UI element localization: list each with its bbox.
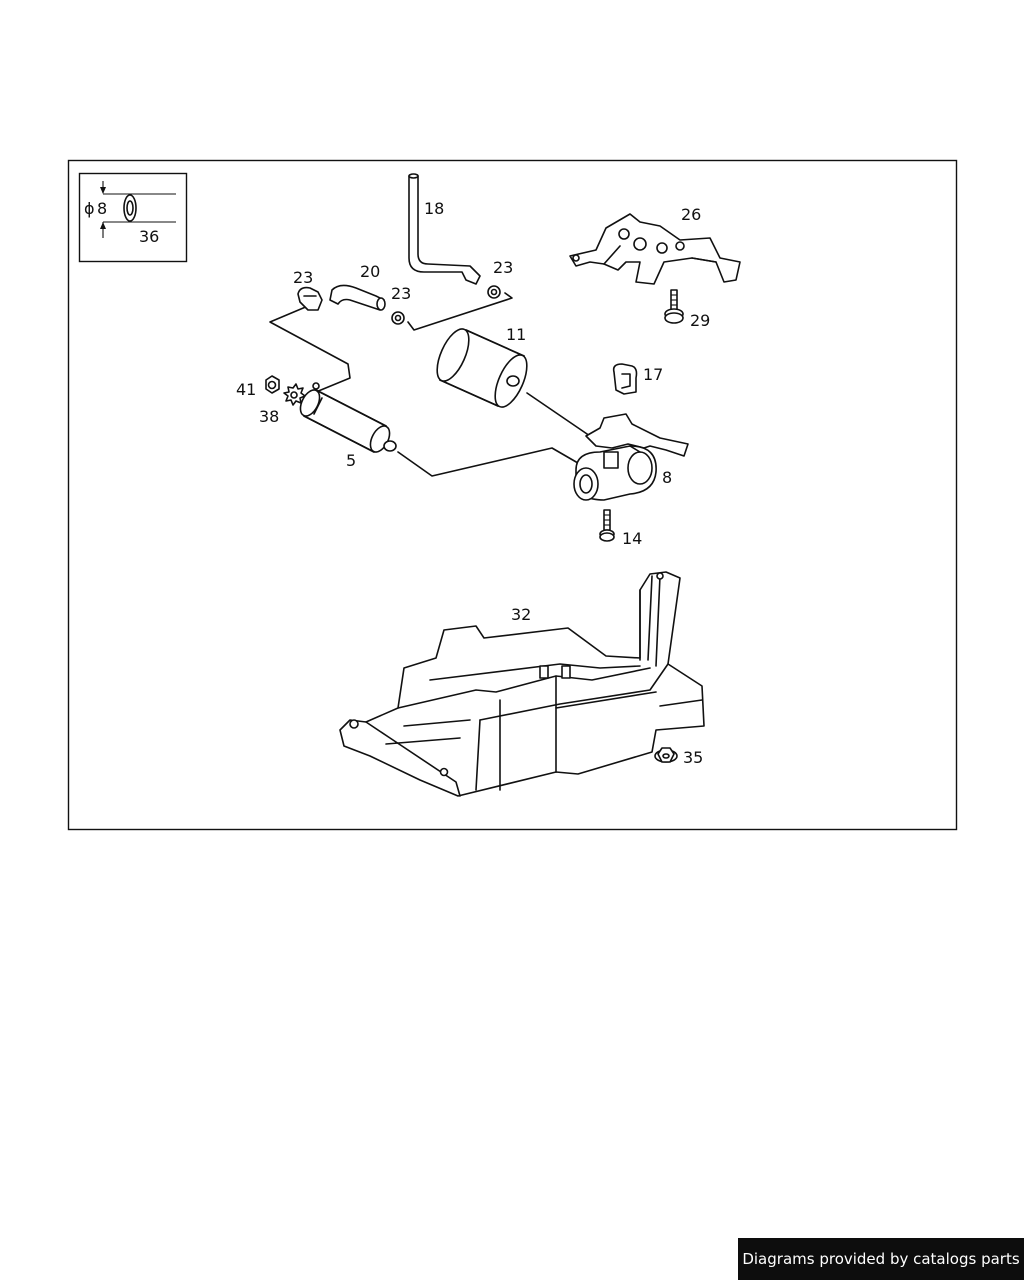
hose-clamp-23b — [391, 311, 405, 325]
footer-text: Diagrams provided by catalogs parts — [742, 1250, 1020, 1268]
hose-clamp-23a — [297, 286, 323, 311]
callout-14: 14 — [622, 529, 642, 548]
callout-11: 11 — [506, 325, 526, 344]
connection-lines — [269, 292, 591, 477]
footer-credit: Diagrams provided by catalogs parts — [738, 1238, 1024, 1280]
callout-32: 32 — [511, 605, 531, 624]
callout-38: 38 — [259, 407, 279, 426]
rubber-insert-17 — [612, 363, 638, 395]
inset-hose-detail: ϕ 8 36 — [78, 172, 188, 263]
hose-20 — [329, 284, 386, 311]
callout-23-right: 23 — [493, 258, 513, 277]
callout-18: 18 — [424, 199, 444, 218]
bolt-29 — [664, 289, 684, 324]
inset-part-number: 36 — [139, 227, 159, 246]
diagram-frame — [67, 159, 958, 831]
callout-29: 29 — [690, 311, 710, 330]
fuel-pump-5 — [299, 382, 397, 453]
callout-8: 8 — [662, 468, 672, 487]
callout-17: 17 — [643, 365, 663, 384]
flange-nut-35 — [654, 747, 678, 763]
callout-35: 35 — [683, 748, 703, 767]
protective-tray-32 — [339, 571, 705, 797]
vent-pipe-18 — [408, 173, 481, 285]
nut-41 — [265, 375, 280, 394]
callout-23-left: 23 — [293, 268, 313, 287]
bracket-26 — [569, 213, 741, 285]
fuel-filter-11 — [436, 328, 528, 408]
callout-20: 20 — [360, 262, 380, 281]
callout-41: 41 — [236, 380, 256, 399]
hose-clamp-23c — [487, 285, 501, 299]
lock-washer-38 — [283, 383, 306, 406]
inset-diameter-symbol: ϕ — [84, 199, 95, 218]
inset-diameter-value: 8 — [97, 199, 107, 218]
callout-23-middle: 23 — [391, 284, 411, 303]
bolt-14 — [599, 509, 615, 542]
callout-5: 5 — [346, 451, 356, 470]
callout-26: 26 — [681, 205, 701, 224]
mounting-bracket-8 — [573, 413, 689, 501]
